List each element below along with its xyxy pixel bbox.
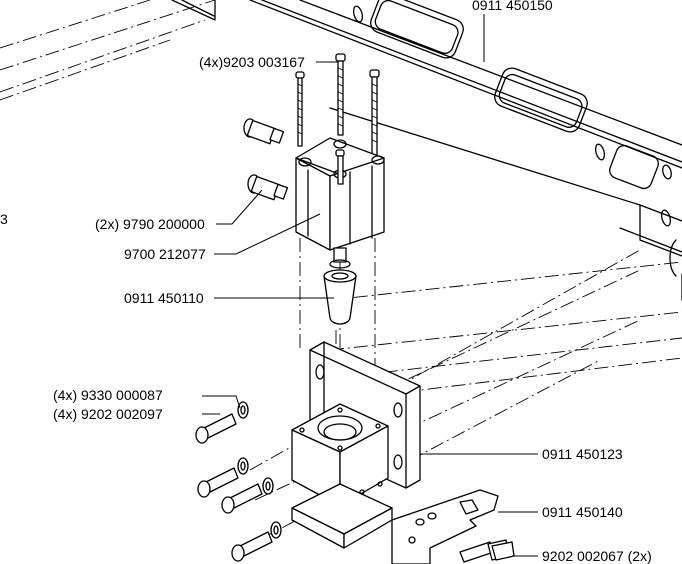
upper-left-rail-fragment bbox=[0, 0, 216, 101]
side-screws bbox=[195, 401, 515, 563]
bolt-3 bbox=[369, 69, 380, 156]
base-plate bbox=[291, 483, 393, 549]
callout-screw-bottom: 9202 002067 (2x) bbox=[542, 548, 652, 564]
screw-1 bbox=[195, 401, 249, 444]
screw-2 bbox=[197, 457, 249, 498]
bore-block bbox=[291, 403, 389, 507]
nozzle bbox=[323, 247, 357, 325]
callout-cylinder: 9700 212077 bbox=[124, 246, 206, 262]
bolt-2 bbox=[335, 53, 346, 136]
screw-6 bbox=[491, 541, 515, 561]
callout-screw-side: (4x) 9202 002097 bbox=[53, 406, 163, 422]
bolt-1 bbox=[295, 71, 305, 147]
fittings bbox=[243, 118, 289, 201]
callout-frame: 0911 450150 bbox=[472, 0, 553, 13]
fitting-upper bbox=[243, 118, 285, 145]
cylinder-block bbox=[295, 137, 385, 251]
callout-plate: 0911 450140 bbox=[542, 504, 623, 520]
callout-fitting: (2x) 9790 200000 bbox=[95, 216, 205, 232]
callout-washer: (4x) 9330 000087 bbox=[53, 387, 163, 403]
frame-profile bbox=[249, 0, 682, 301]
leader-lines bbox=[202, 14, 538, 557]
edge-label-3: 3 bbox=[0, 211, 8, 227]
screw-4 bbox=[231, 521, 282, 562]
callout-nozzle: 0911 450110 bbox=[124, 290, 204, 306]
callout-bolts-top: (4x)9203 003167 bbox=[199, 54, 305, 70]
top-bolts bbox=[295, 53, 380, 156]
callout-bracket: 0911 450123 bbox=[542, 446, 623, 462]
mounting-plate bbox=[391, 489, 499, 564]
fitting-lower bbox=[247, 174, 289, 201]
screw-3 bbox=[221, 477, 274, 514]
